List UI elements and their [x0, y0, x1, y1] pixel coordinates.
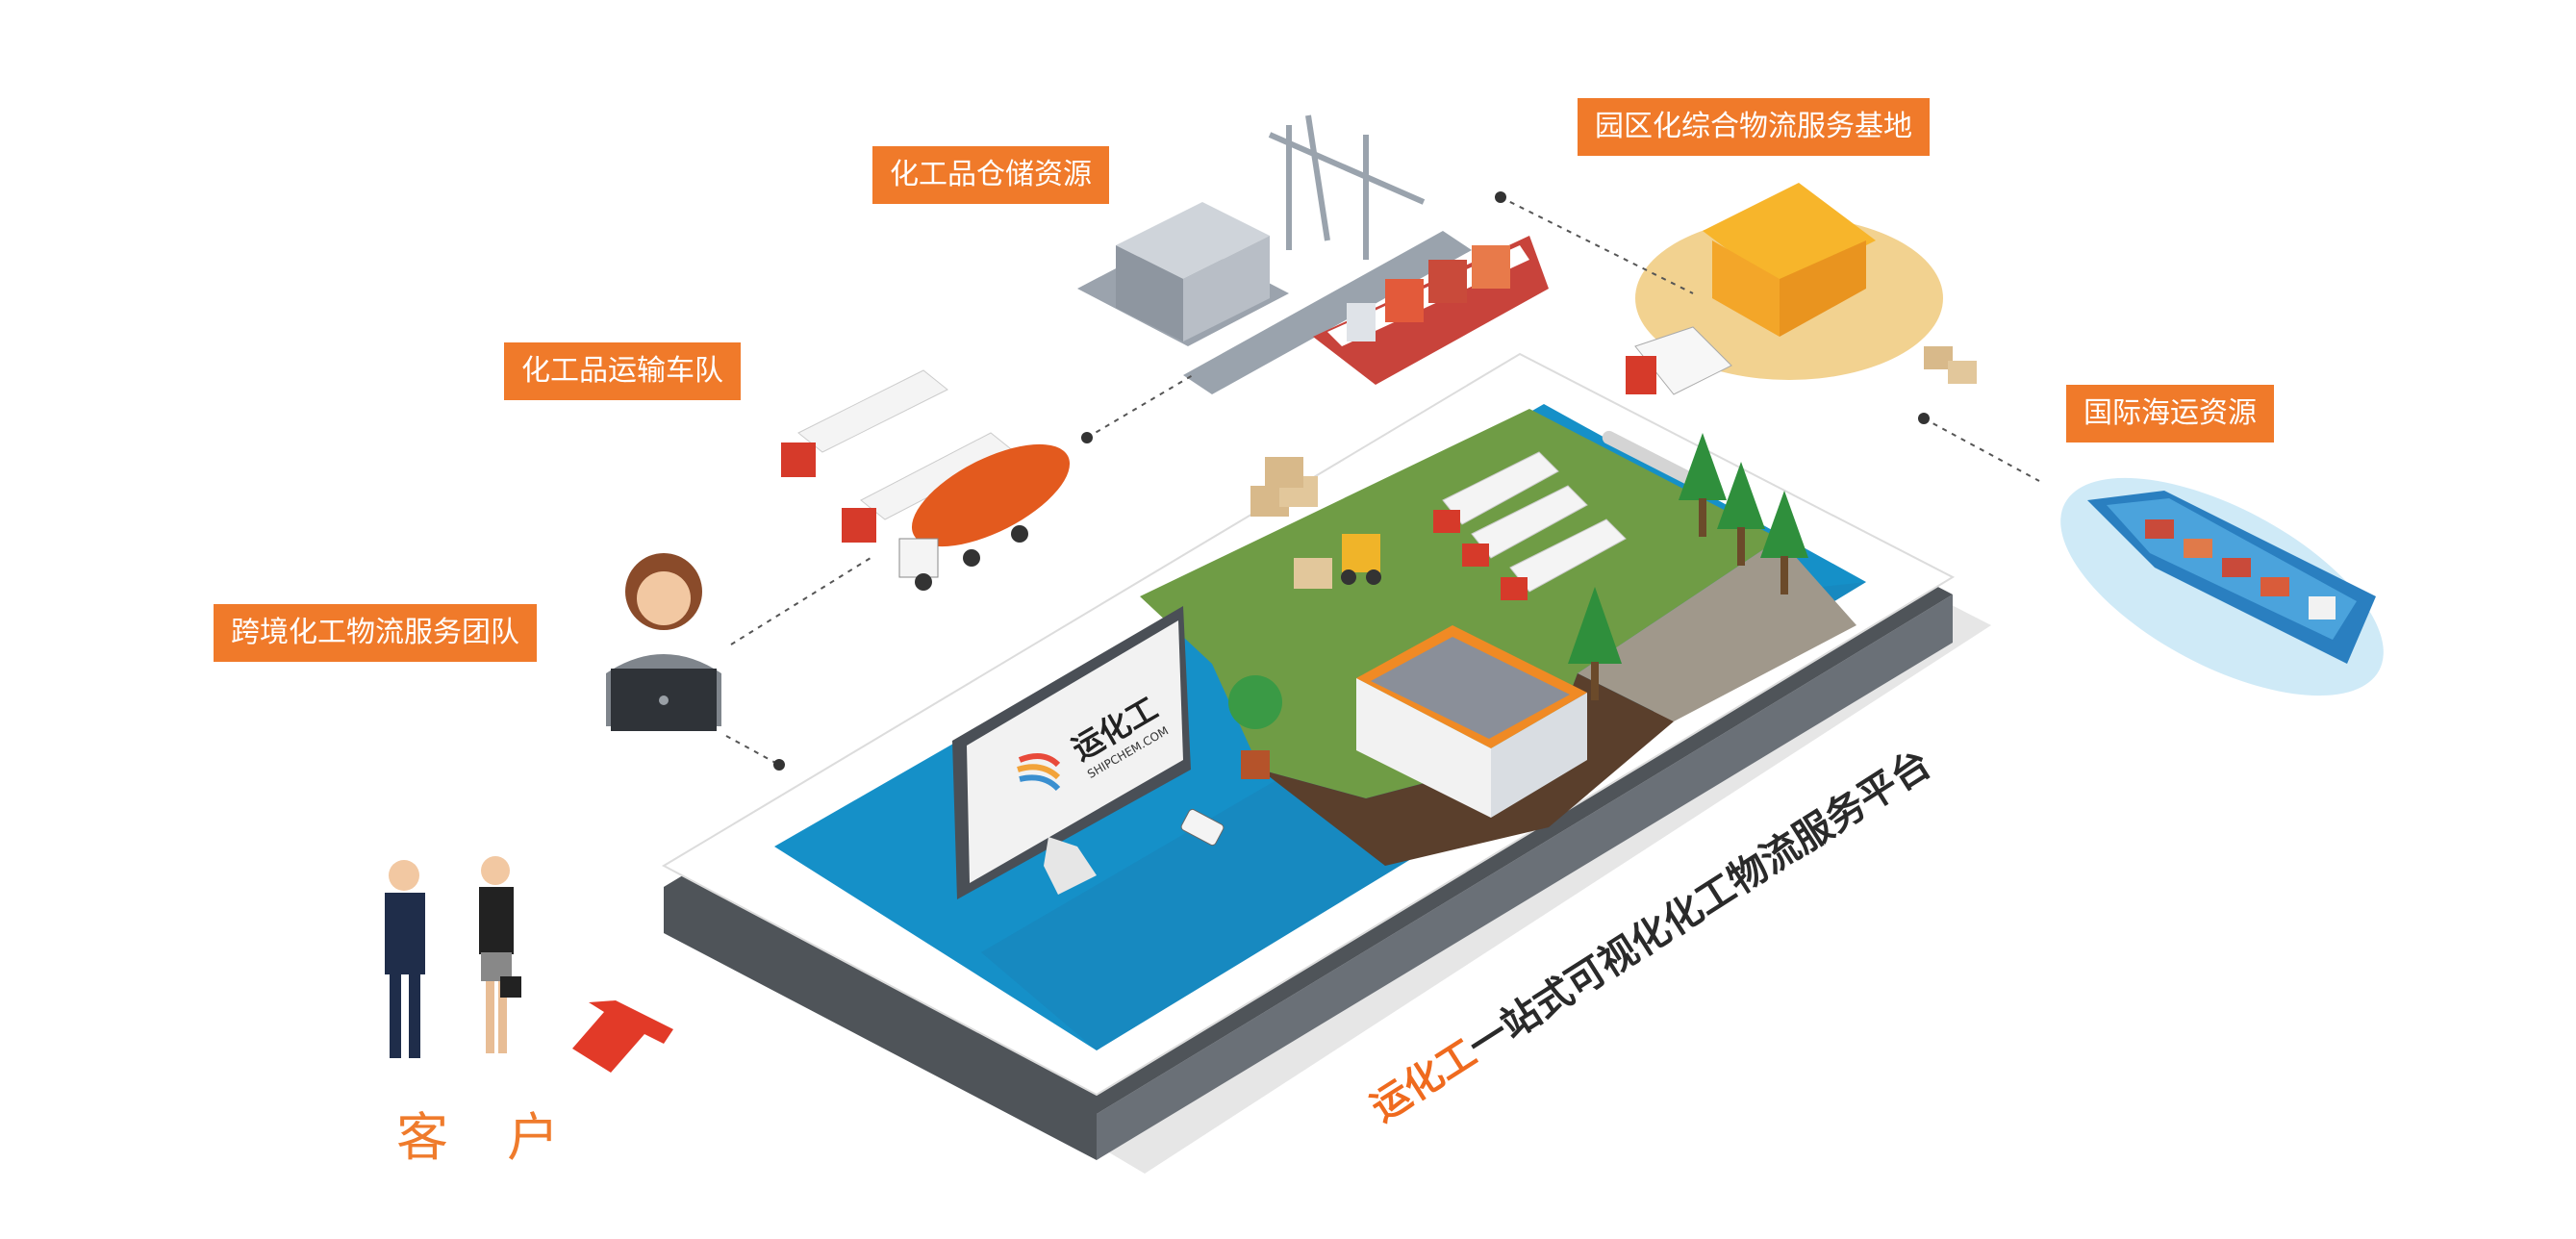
arrow-icon: [572, 1000, 673, 1073]
tree-icons: [1568, 433, 1808, 700]
phone-icon: [1180, 808, 1225, 847]
monitor-icon: [952, 606, 1191, 899]
ocean-ship-icon: [2060, 477, 2384, 696]
parked-trucks-icon: [1433, 451, 1627, 600]
port-crane-icon: [1268, 114, 1426, 260]
truck-fleet-icon: [781, 369, 1071, 591]
warehouse-label: 化工品仓储资源: [872, 146, 1109, 204]
shipping-label: 国际海运资源: [2066, 385, 2274, 442]
customer-label: 客 户: [396, 1107, 581, 1168]
dock-icon: [1183, 231, 1472, 394]
island-grass: [1140, 409, 1780, 798]
park-base-label: 园区化综合物流服务基地: [1578, 98, 1930, 156]
logistics-base-icon: [1626, 183, 1977, 395]
customers-icon: [385, 856, 521, 1058]
warehouse-icon: [1077, 202, 1289, 346]
connector-lines: [725, 196, 2040, 766]
connector-dots: [773, 191, 1930, 771]
potted-plant-icon: [1228, 675, 1282, 779]
fleet-label: 化工品运输车队: [504, 342, 741, 400]
service-agent-icon: [606, 553, 721, 731]
team-label: 跨境化工物流服务团队: [214, 604, 537, 662]
depot-building-icon: [1356, 625, 1587, 818]
cargo-ship-icon: [1313, 236, 1549, 385]
forklift-boxes-icon: [1250, 457, 1381, 589]
tablet-device: [661, 352, 1956, 1160]
